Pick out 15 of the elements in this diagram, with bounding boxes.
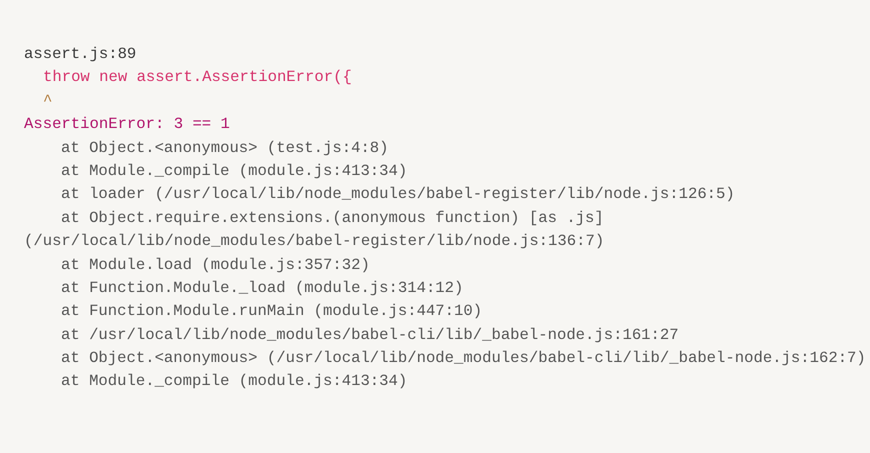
code-line: at Function.Module._load (module.js:314:12) — [61, 278, 464, 299]
code-line: at Module.load (module.js:357:32) — [61, 254, 370, 276]
code-line: assert.js:89 — [24, 44, 136, 65]
code-line: at Module._compile (module.js:413:34) — [61, 160, 408, 182]
code-line: at Object.<anonymous> (/usr/local/lib/node_modules/babel-cli/lib/_babel-node.js:162:7) — [61, 348, 866, 370]
code-line: at /usr/local/lib/node_modules/babel-cli/lib/_babel-node.js:161:27 — [61, 324, 679, 346]
code-line: at loader (/usr/local/lib/node_modules/babel-register/lib/node.js:126:5) — [61, 184, 735, 206]
code-line: ^ — [43, 90, 52, 112]
code-line: (/usr/local/lib/node_modules/babel-register/lib/node.js:136:7) — [24, 231, 604, 252]
code-line: at Module._compile (module.js:413:34) — [61, 371, 408, 392]
code-line: at Object.require.extensions.(anonymous function) [as .js] — [61, 208, 604, 229]
code-line: at Object.<anonymous> (test.js:4:8) — [61, 138, 389, 159]
code-line: AssertionError: 3 == 1 — [24, 114, 230, 136]
code-line: at Function.Module.runMain (module.js:447:10) — [61, 301, 482, 322]
code-line: throw new assert.AssertionError({ — [43, 67, 352, 88]
